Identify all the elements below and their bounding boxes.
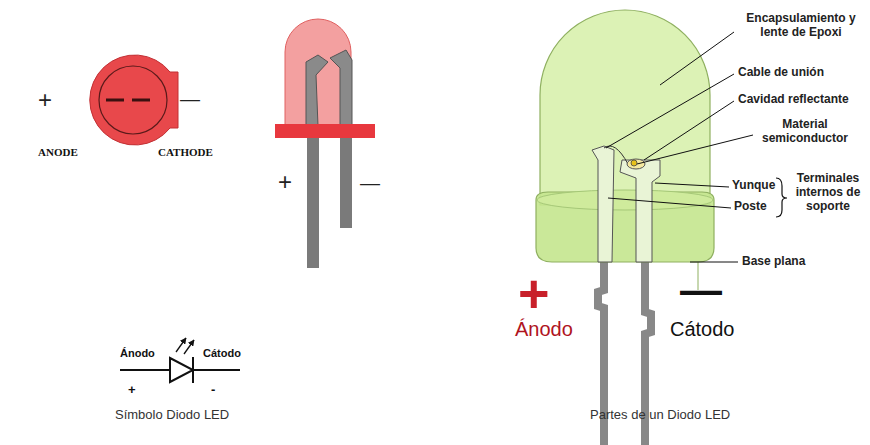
led-side-view xyxy=(275,19,375,268)
leader-lines xyxy=(606,32,753,262)
polarity-sign: + xyxy=(278,168,292,196)
part-name: Encapsulamiento y lente de Epoxi xyxy=(738,12,864,40)
polarity-sign: — xyxy=(360,172,380,195)
part-name: Cable de unión xyxy=(738,66,824,80)
polarity-sign: + xyxy=(128,383,136,398)
part-name: Yunque xyxy=(732,179,775,193)
polarity-sign: + xyxy=(518,262,550,324)
led-parts-view xyxy=(536,10,714,445)
part-name: Material semiconductor xyxy=(757,118,853,146)
polarity-sign: — xyxy=(680,266,722,314)
part-name: Poste xyxy=(734,200,767,214)
group-name: Terminales internos de soporte xyxy=(790,172,866,213)
part-name: Base plana xyxy=(742,255,805,269)
pin-name: ANODE xyxy=(38,146,78,159)
pin-name: CATHODE xyxy=(158,146,213,159)
polarity-sign: — xyxy=(180,88,200,111)
part-name: Cavidad reflectante xyxy=(738,93,849,107)
pin-name: Cátodo xyxy=(203,347,241,360)
brace xyxy=(776,178,787,217)
diode-led-symbol xyxy=(120,338,240,383)
polarity-sign: + xyxy=(38,86,52,114)
pin-name: Ánodo xyxy=(120,347,155,360)
caption: Partes de un Diodo LED xyxy=(590,408,730,423)
pin-name: Cátodo xyxy=(670,318,735,341)
caption: Símbolo Diodo LED xyxy=(115,408,229,423)
led-top-view xyxy=(90,55,178,145)
pin-name: Ánodo xyxy=(515,318,573,341)
polarity-sign: - xyxy=(211,383,215,398)
